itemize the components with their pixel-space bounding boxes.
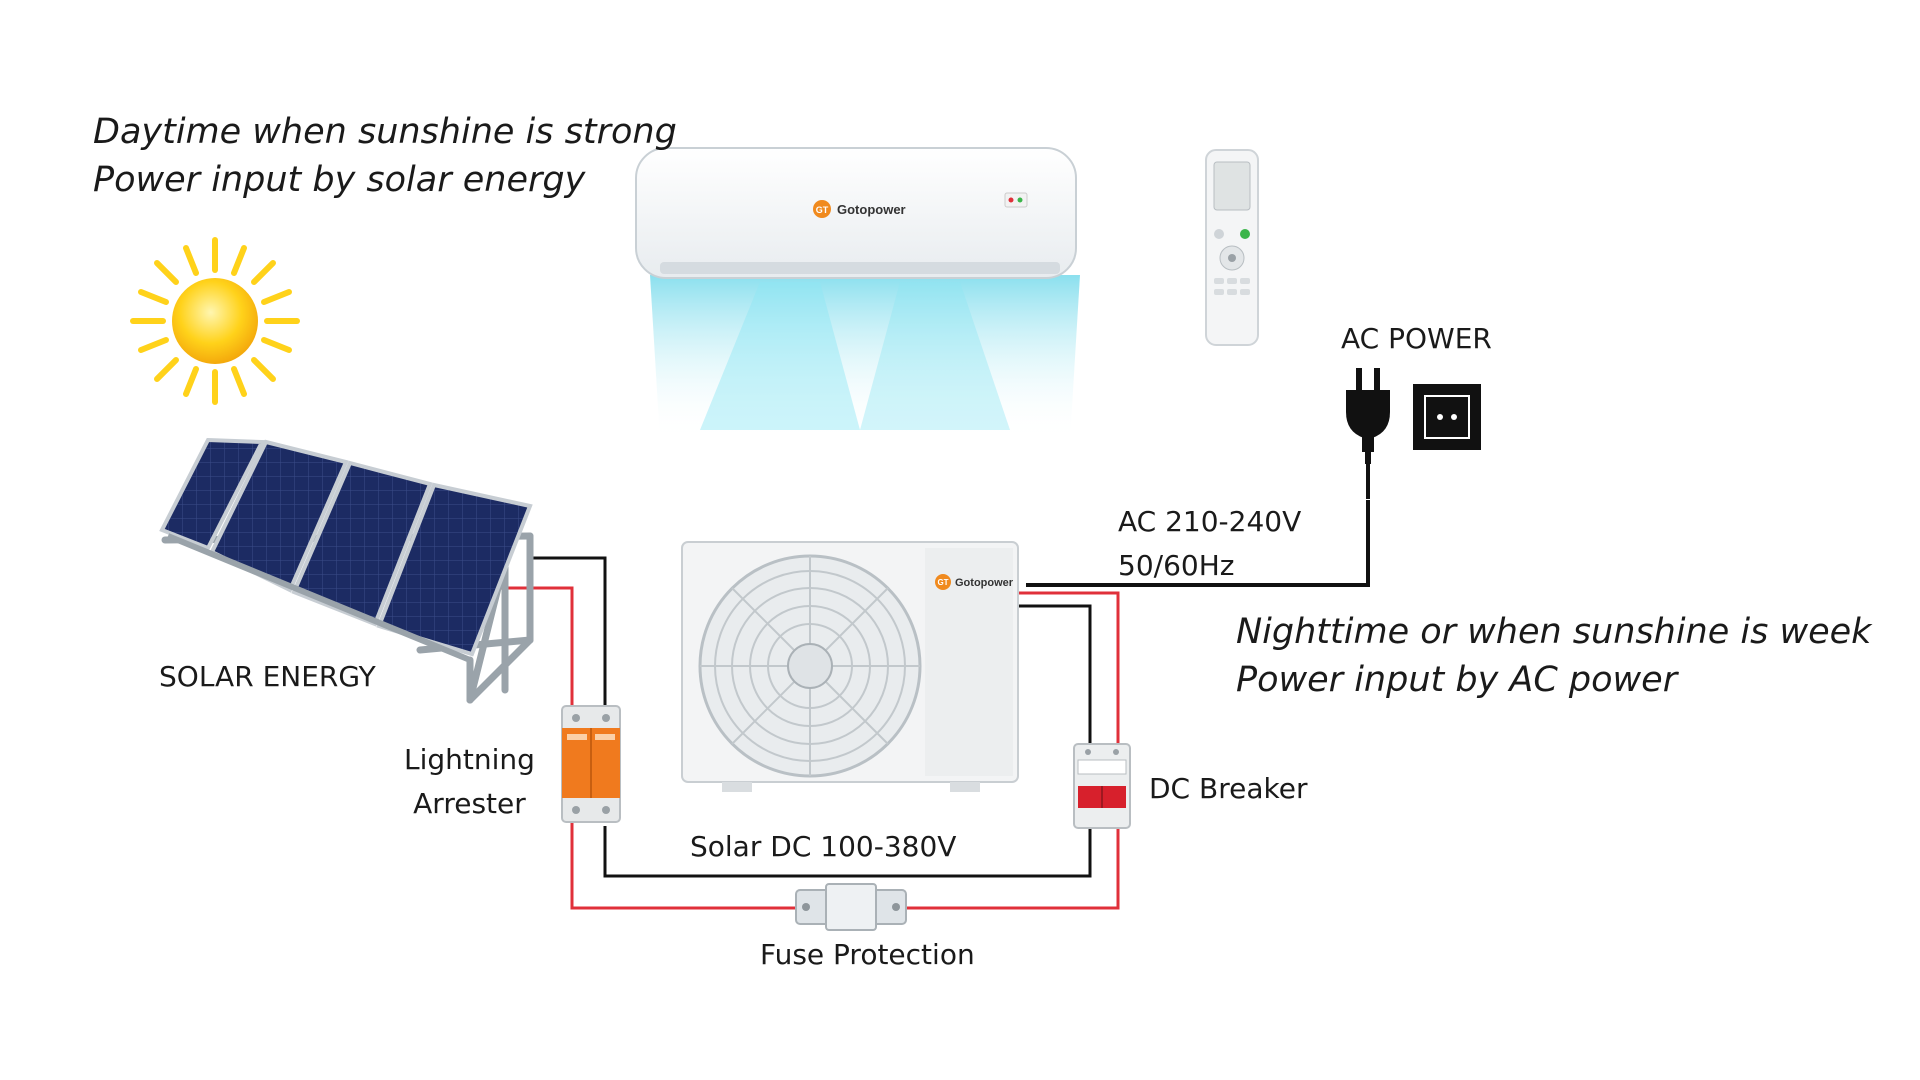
svg-text:Gotopower: Gotopower [955,577,1014,589]
socket-icon [1413,384,1481,450]
fuse-protection-label: Fuse Protection [760,938,975,971]
nighttime-caption-line1: Nighttime or when sunshine is week [1236,612,1872,652]
ac-spec-label: AC 210-240V 50/60Hz [1118,500,1301,588]
dc-breaker-label: DC Breaker [1149,772,1308,805]
dc-breaker [1073,743,1131,829]
remote-icon [1205,149,1259,346]
lightning-arrester-label: Lightning Arrester [404,738,535,826]
svg-text:Gotopower: Gotopower [837,202,906,217]
svg-text:GT: GT [937,578,948,587]
lightning-label-line1: Lightning [404,743,535,776]
solar-dc-label: Solar DC 100-380V [690,830,957,863]
ac-power-wire [1026,462,1370,587]
ac-frequency-label: 50/60Hz [1118,549,1235,582]
outdoor-brand-logo: GT Gotopower [935,574,1014,590]
nighttime-caption: Nighttime or when sunshine is week Power… [1236,608,1871,704]
lightning-label-line2: Arrester [413,787,526,820]
outdoor-ac-unit: GT Gotopower [681,541,1019,792]
sun-icon [130,237,300,405]
solar-energy-label: SOLAR ENERGY [159,660,376,693]
fan-icon [698,554,922,778]
dc-wiring [478,556,1120,910]
daytime-caption-line2: Power input by solar energy [93,160,586,200]
daytime-caption-line1: Daytime when sunshine is strong [93,112,677,152]
indoor-ac-unit: GT Gotopower [635,147,1080,440]
fuse-holder [795,883,907,931]
svg-text:GT: GT [816,205,829,215]
ac-voltage-label: AC 210-240V [1118,505,1302,538]
daytime-caption: Daytime when sunshine is strong Power in… [93,108,677,204]
indoor-brand-logo: GT Gotopower [813,200,906,218]
ac-power-label: AC POWER [1341,322,1492,355]
plug-icon [1346,368,1390,464]
nighttime-caption-line2: Power input by AC power [1236,660,1678,700]
lightning-arrester [561,705,621,823]
solar-panel-array [159,437,534,704]
